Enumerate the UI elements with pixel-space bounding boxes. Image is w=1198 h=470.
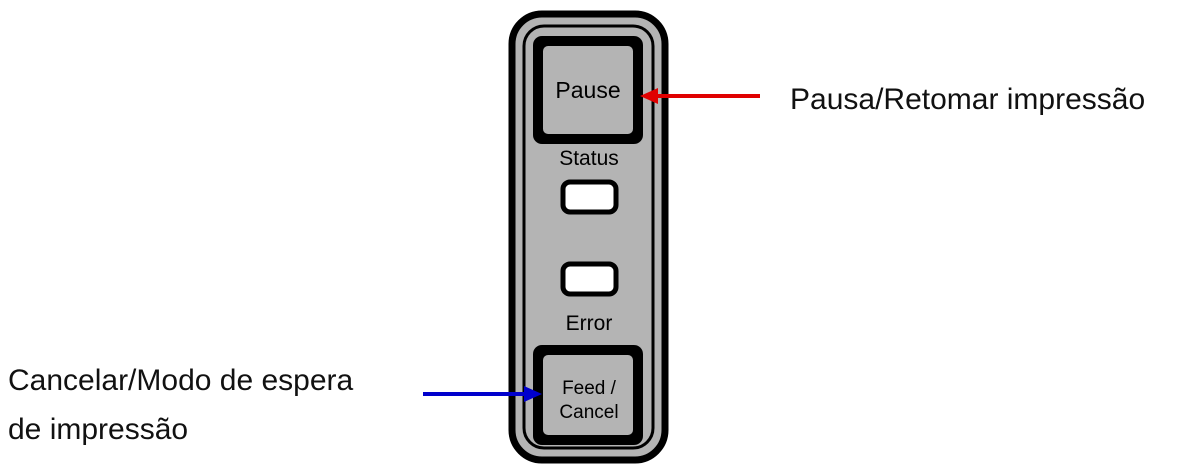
pause-arrow-head [640,88,658,104]
feed-cancel-button-face [543,355,633,435]
status-label: Status [559,147,619,170]
error-label: Error [566,312,613,335]
feed-cancel-button[interactable]: Feed / Cancel [533,345,643,445]
feed-button-line2: Cancel [559,402,618,423]
feed-annotation-line1: Cancelar/Modo de espera [8,364,354,397]
pause-annotation: Pausa/Retomar impressão [790,83,1146,116]
arrow-left-icon [640,88,760,104]
pause-button-face [543,46,633,134]
arrow-right-icon [423,386,542,402]
feed-annotation-line2: de impressão [8,413,189,446]
feed-button-line1: Feed / [562,378,617,399]
feed-arrow-head [524,386,542,402]
pause-button[interactable]: Pause [533,36,643,144]
panel-inner-outline [522,24,655,450]
status-led [560,179,619,215]
error-led [560,261,619,297]
pause-button-label: Pause [555,77,620,103]
